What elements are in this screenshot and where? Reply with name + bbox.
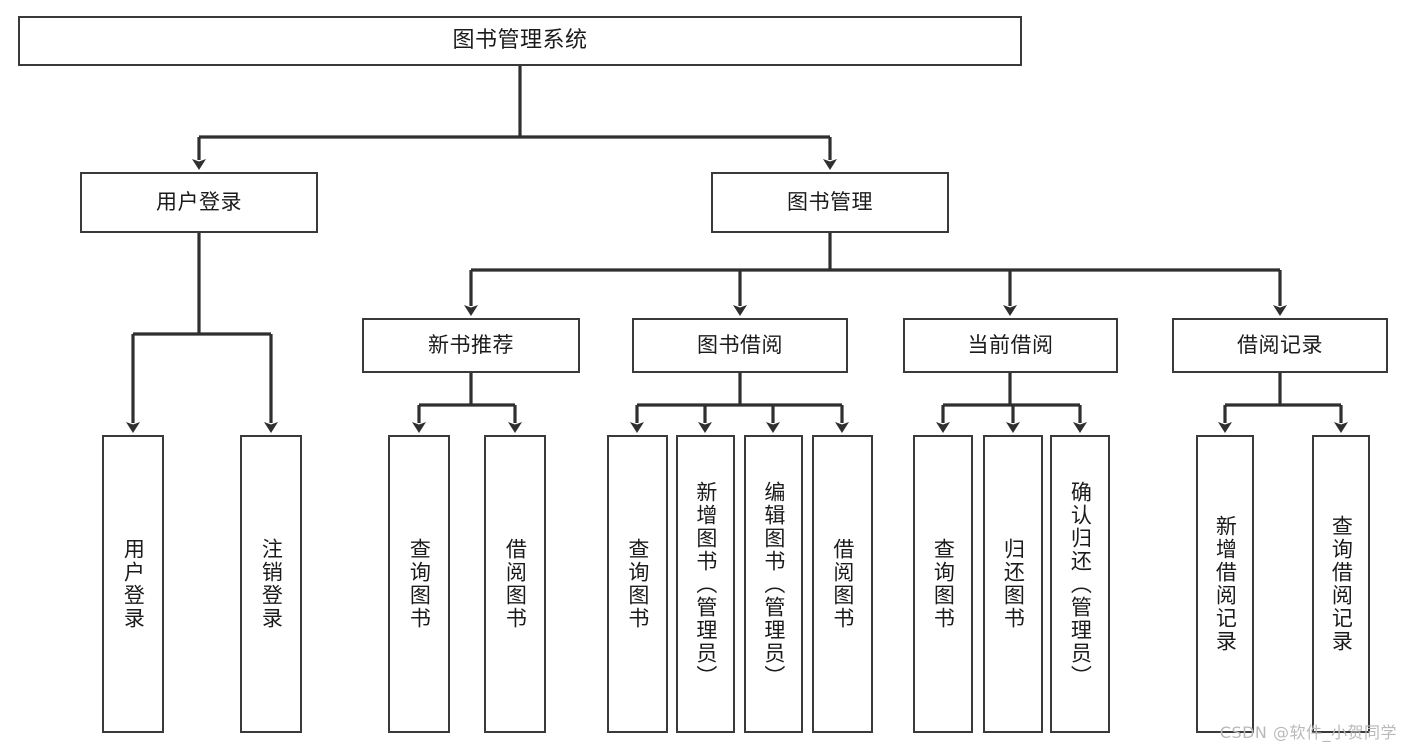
leaf-query-book-current-label: 查询图书 bbox=[931, 538, 956, 630]
leaf-edit-book-admin[interactable]: 编辑图书（管理员） bbox=[744, 435, 803, 733]
leaf-add-book-admin[interactable]: 新增图书（管理员） bbox=[676, 435, 735, 733]
node-root-label: 图书管理系统 bbox=[452, 28, 588, 54]
node-new-book-recommend[interactable]: 新书推荐 bbox=[362, 318, 580, 373]
node-current-borrow-label: 当前借阅 bbox=[967, 333, 1054, 358]
leaf-query-book-recommend[interactable]: 查询图书 bbox=[388, 435, 450, 733]
leaf-query-book-current[interactable]: 查询图书 bbox=[913, 435, 973, 733]
leaf-confirm-return-admin-label: 确认归还（管理员） bbox=[1068, 480, 1093, 688]
node-user-login[interactable]: 用户登录 bbox=[80, 172, 318, 233]
leaf-borrow-book-recommend[interactable]: 借阅图书 bbox=[484, 435, 546, 733]
node-book-borrow-label: 图书借阅 bbox=[697, 333, 783, 358]
node-book-management-label: 图书管理 bbox=[787, 190, 873, 215]
leaf-user-login-label: 用户登录 bbox=[121, 538, 146, 630]
node-root[interactable]: 图书管理系统 bbox=[18, 16, 1022, 66]
leaf-borrow-book-recommend-label: 借阅图书 bbox=[503, 538, 528, 630]
node-current-borrow[interactable]: 当前借阅 bbox=[903, 318, 1118, 373]
node-borrow-records-label: 借阅记录 bbox=[1237, 333, 1323, 358]
leaf-logout-label: 注销登录 bbox=[259, 538, 284, 630]
leaf-borrow-book-label: 借阅图书 bbox=[830, 538, 855, 630]
leaf-user-login[interactable]: 用户登录 bbox=[102, 435, 164, 733]
leaf-return-book[interactable]: 归还图书 bbox=[983, 435, 1043, 733]
node-new-book-recommend-label: 新书推荐 bbox=[428, 333, 514, 358]
node-book-borrow[interactable]: 图书借阅 bbox=[632, 318, 848, 373]
node-borrow-records[interactable]: 借阅记录 bbox=[1172, 318, 1388, 373]
leaf-edit-book-admin-label: 编辑图书（管理员） bbox=[761, 480, 786, 688]
leaf-query-book-borrow-label: 查询图书 bbox=[625, 538, 650, 630]
leaf-add-borrow-record[interactable]: 新增借阅记录 bbox=[1196, 435, 1254, 733]
leaf-query-borrow-record-label: 查询借阅记录 bbox=[1329, 515, 1354, 653]
leaf-query-borrow-record[interactable]: 查询借阅记录 bbox=[1312, 435, 1370, 733]
leaf-logout[interactable]: 注销登录 bbox=[240, 435, 302, 733]
csdn-watermark: CSDN @软件_小贺同学 bbox=[1219, 723, 1397, 742]
leaf-add-borrow-record-label: 新增借阅记录 bbox=[1213, 515, 1238, 653]
node-user-login-label: 用户登录 bbox=[156, 190, 242, 215]
leaf-query-book-recommend-label: 查询图书 bbox=[407, 538, 432, 630]
leaf-confirm-return-admin[interactable]: 确认归还（管理员） bbox=[1050, 435, 1110, 733]
leaf-borrow-book[interactable]: 借阅图书 bbox=[812, 435, 873, 733]
node-book-management[interactable]: 图书管理 bbox=[711, 172, 949, 233]
leaf-return-book-label: 归还图书 bbox=[1001, 538, 1026, 630]
leaf-add-book-admin-label: 新增图书（管理员） bbox=[693, 480, 718, 688]
leaf-query-book-borrow[interactable]: 查询图书 bbox=[607, 435, 668, 733]
